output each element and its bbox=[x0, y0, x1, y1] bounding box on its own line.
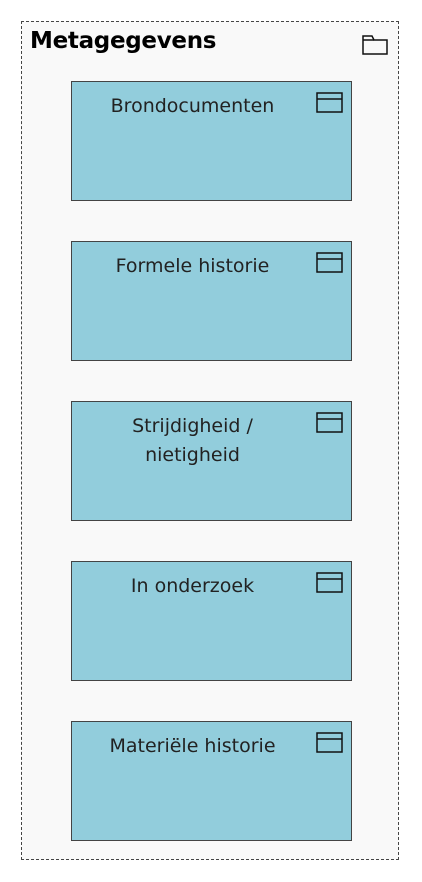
element-strijdigheid-nietigheid[interactable]: Strijdigheid / nietigheid bbox=[71, 401, 352, 521]
element-label: In onderzoek bbox=[130, 575, 255, 597]
window-icon bbox=[316, 732, 343, 753]
folder-icon bbox=[362, 35, 388, 55]
element-materiele-historie[interactable]: Materiële historie bbox=[71, 721, 352, 841]
window-icon bbox=[316, 412, 343, 433]
window-icon bbox=[316, 572, 343, 593]
element-brondocumenten[interactable]: Brondocumenten bbox=[71, 81, 352, 201]
element-in-onderzoek[interactable]: In onderzoek bbox=[71, 561, 352, 681]
element-label: Strijdigheid / nietigheid bbox=[132, 415, 253, 466]
element-label: Formele historie bbox=[115, 255, 270, 277]
metagegevens-group[interactable]: Metagegevens Brondocumenten Formele hist… bbox=[21, 21, 399, 860]
element-label: Materiële historie bbox=[109, 735, 276, 757]
group-title: Metagegevens bbox=[30, 28, 217, 54]
element-label: Brondocumenten bbox=[110, 95, 275, 117]
element-formele-historie[interactable]: Formele historie bbox=[71, 241, 352, 361]
window-icon bbox=[316, 252, 343, 273]
window-icon bbox=[316, 92, 343, 113]
